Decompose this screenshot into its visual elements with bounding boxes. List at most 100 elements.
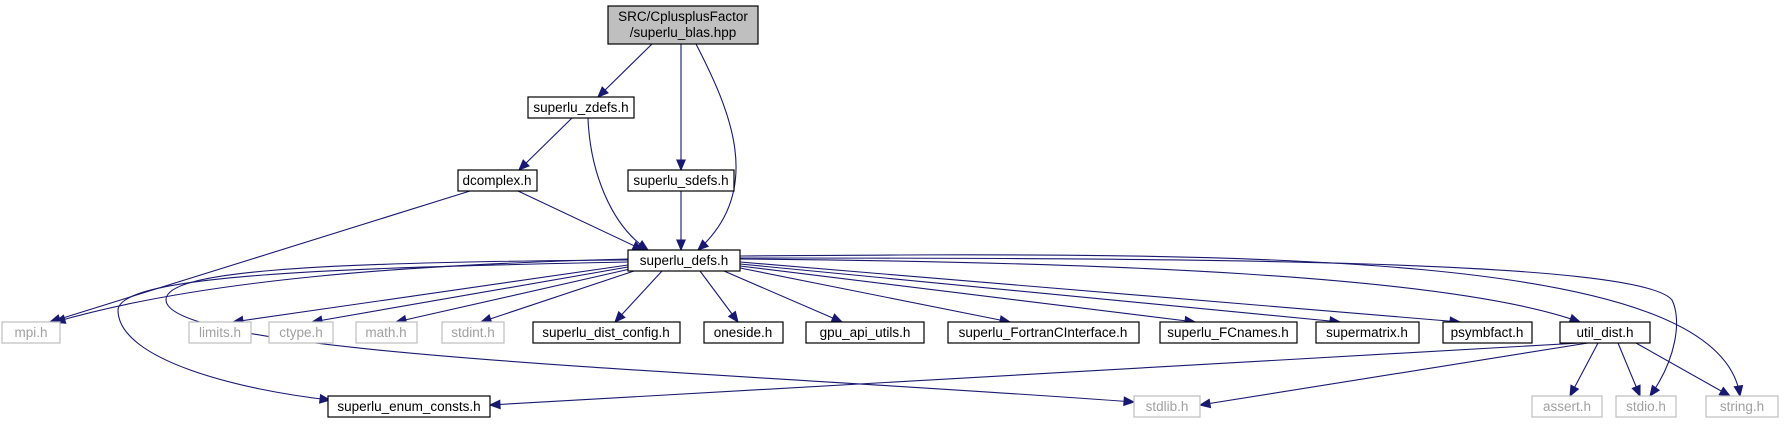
edge-superlu-defs-to-mpi [54,258,629,323]
edge-superlu-defs-to-superlu-enum-consts [117,261,629,401]
edge-root-to-superlu-zdefs [597,43,653,98]
node-superlu-zdefs-label: superlu_zdefs.h [533,100,628,115]
node-util-dist-label: util_dist.h [1576,325,1633,340]
node-supermatrix[interactable]: supermatrix.h [1315,321,1420,344]
edge-superlu-defs-to-stdint [480,270,635,323]
node-superlu-fcnames-label: superlu_FCnames.h [1167,325,1289,340]
node-limits[interactable]: limits.h [188,321,252,344]
node-superlu-dist-config-label: superlu_dist_config.h [542,325,670,340]
edge-superlu-defs-to-stdlib-arrowhead [1123,396,1136,407]
edge-util-dist-to-superlu-enum-consts-arrowhead [488,399,501,410]
edge-util-dist-to-stdlib-arrowhead [1198,398,1212,409]
edge-util-dist-to-string-arrowhead [1718,386,1732,397]
node-ctype[interactable]: ctype.h [268,321,334,344]
node-assert-box [1531,395,1603,418]
node-string-label: string.h [1720,399,1764,414]
node-root-label-line-2: /superlu_blas.hpp [630,25,737,40]
edge-superlu-defs-to-superlu-dist-config-arrowhead [614,310,626,323]
node-superlu-fortranc-interface-box [947,321,1140,344]
edge-superlu-defs-to-psymbfact [739,261,1461,323]
edge-superlu-defs-to-superlu-FCnames [739,265,1196,323]
edge-superlu-defs-to-superlu-enum-consts-arrowhead [319,393,332,404]
edge-superlu-sdefs-to-superlu-defs-arrowhead [676,239,686,252]
node-superlu-dist-config[interactable]: superlu_dist_config.h [532,321,681,344]
node-mpi[interactable]: mpi.h [1,321,61,344]
node-supermatrix-label: supermatrix.h [1326,325,1408,340]
node-gpu-api-utils[interactable]: gpu_api_utils.h [805,321,925,344]
node-root-box [607,5,759,45]
node-superlu-zdefs[interactable]: superlu_zdefs.h [527,96,635,119]
node-math-box [355,321,418,344]
node-psymbfact-box [1442,321,1533,344]
edge-util-dist-to-assert-arrowhead [1569,384,1580,398]
node-root-label-line-1: SRC/CplusplusFactor [618,9,748,24]
node-oneside-box [703,321,784,344]
node-stdint-label: stdint.h [451,325,495,340]
edge-root-to-superlu-defs-arrowhead [697,239,710,251]
edge-superlu-defs-to-oneside [699,270,739,323]
edge-superlu-defs-to-math [395,268,631,323]
node-mpi-label: mpi.h [14,325,47,340]
node-superlu-defs-box [627,249,741,272]
node-superlu-enum-consts-label: superlu_enum_consts.h [337,399,480,414]
node-dcomplex[interactable]: dcomplex.h [457,169,538,192]
edge-util-dist-to-string [1635,342,1731,397]
edge-util-dist-to-stdlib [1199,342,1589,406]
edge-superlu-defs-to-gpu-api-utils-arrowhead [830,313,844,323]
node-mpi-box [1,321,61,344]
edge-superlu-defs-to-superlu-dist-config [614,270,663,323]
edge-util-dist-to-superlu-enum-consts [489,342,1581,406]
node-supermatrix-box [1315,321,1420,344]
node-superlu-fcnames[interactable]: superlu_FCnames.h [1159,321,1298,344]
edge-superlu-defs-to-superlu-FortranCInterface [739,267,1011,323]
node-ctype-label: ctype.h [279,325,323,340]
edge-superlu-defs-to-stdio-arrowhead [1649,384,1661,398]
node-stdio-box [1615,395,1677,418]
node-superlu-fortranc-interface[interactable]: superlu_FortranCInterface.h [947,321,1140,344]
node-superlu-fortranc-interface-label: superlu_FortranCInterface.h [959,325,1128,340]
edge-superlu-defs-to-oneside-arrowhead [727,310,739,324]
edge-superlu-defs-to-util-dist [739,258,1581,323]
node-gpu-api-utils-box [805,321,925,344]
node-superlu-defs-label: superlu_defs.h [640,253,729,268]
edge-superlu-defs-to-supermatrix [739,263,1341,323]
node-psymbfact-label: psymbfact.h [1451,325,1524,340]
node-superlu-zdefs-box [527,96,635,119]
node-stdlib-label: stdlib.h [1146,399,1189,414]
node-superlu-enum-consts[interactable]: superlu_enum_consts.h [327,395,491,418]
node-stdlib-box [1133,395,1201,418]
node-dcomplex-label: dcomplex.h [462,173,531,188]
edge-dcomplex-to-superlu-defs [517,190,644,251]
node-stdint-box [441,321,505,344]
edge-root-to-superlu-zdefs-arrowhead [597,86,609,98]
node-psymbfact[interactable]: psymbfact.h [1442,321,1533,344]
node-string[interactable]: string.h [1705,395,1779,418]
node-stdint[interactable]: stdint.h [441,321,505,344]
edge-superlu-zdefs-to-dcomplex-arrowhead [518,159,530,171]
node-superlu-sdefs-label: superlu_sdefs.h [633,173,728,188]
node-stdlib[interactable]: stdlib.h [1133,395,1201,418]
node-stdio-label: stdio.h [1626,399,1666,414]
node-root[interactable]: SRC/CplusplusFactor /superlu_blas.hpp [607,5,759,45]
node-oneside[interactable]: oneside.h [703,321,784,344]
node-superlu-sdefs-box [627,169,735,192]
node-gpu-api-utils-label: gpu_api_utils.h [820,325,911,340]
node-superlu-enum-consts-box [327,395,491,418]
node-superlu-sdefs[interactable]: superlu_sdefs.h [627,169,735,192]
node-dcomplex-box [457,169,538,192]
node-superlu-defs[interactable]: superlu_defs.h [627,249,741,272]
node-ctype-box [268,321,334,344]
edge-superlu-defs-to-gpu-api-utils [723,270,843,323]
node-math[interactable]: math.h [355,321,418,344]
node-superlu-dist-config-box [532,321,681,344]
node-stdio[interactable]: stdio.h [1615,395,1677,418]
edge-superlu-defs-to-ctype [311,266,629,323]
node-util-dist[interactable]: util_dist.h [1559,321,1651,344]
edge-util-dist-to-stdio-arrowhead [1631,384,1641,398]
edge-superlu-defs-to-string [739,254,1741,397]
edge-superlu-defs-to-stdio [739,257,1678,397]
node-assert[interactable]: assert.h [1531,395,1603,418]
node-util-dist-box [1559,321,1651,344]
node-assert-label: assert.h [1543,399,1591,414]
